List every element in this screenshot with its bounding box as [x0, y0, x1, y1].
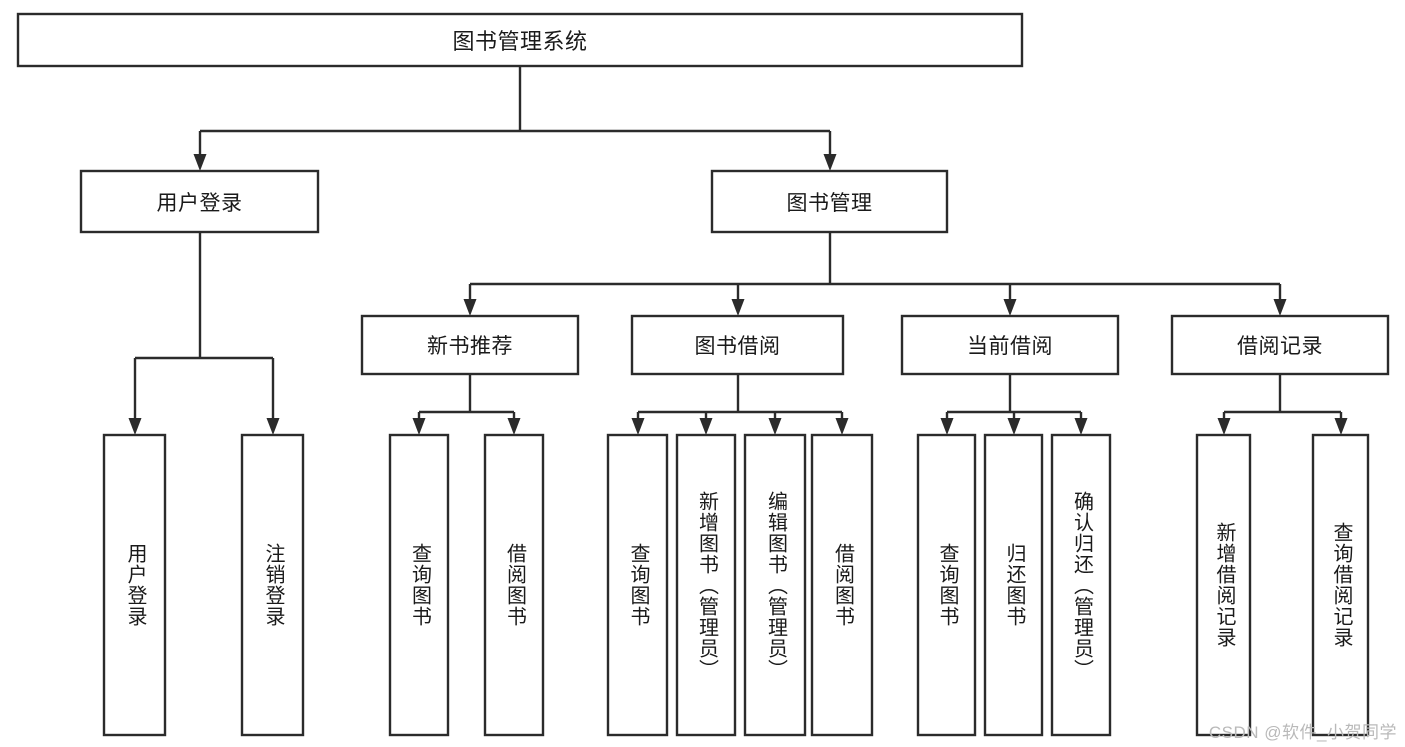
node-box-root: [16, 12, 1024, 68]
node-box-leaf_9: [916, 433, 977, 737]
arrow-head-l3_1-1: [507, 418, 521, 435]
arrow-head-l3_2-3: [835, 418, 849, 435]
node-box-leaf_2: [240, 433, 305, 737]
arrow-head-l3_2-1: [699, 418, 713, 435]
arrow-head-l3_2-0: [631, 418, 645, 435]
arrow-head-l2_2-2: [1003, 299, 1017, 316]
node-box-l3_3: [900, 314, 1120, 376]
arrow-head-l3_4-1: [1334, 418, 1348, 435]
node-box-leaf_7: [743, 433, 807, 737]
arrow-head-l2_1-0: [128, 418, 142, 435]
arrow-head-l3_4-0: [1217, 418, 1231, 435]
arrow-head-l3_1-0: [412, 418, 426, 435]
edges-layer: [128, 66, 1348, 435]
arrow-head-l2_1-1: [266, 418, 280, 435]
arrow-head-l2_2-1: [731, 299, 745, 316]
arrow-head-root-1: [823, 154, 837, 171]
node-box-leaf_11: [1050, 433, 1112, 737]
node-box-leaf_4: [483, 433, 545, 737]
arrow-head-l3_2-2: [768, 418, 782, 435]
arrow-head-l2_2-0: [463, 299, 477, 316]
node-box-leaf_5: [606, 433, 669, 737]
node-box-leaf_8: [810, 433, 874, 737]
node-box-leaf_13: [1311, 433, 1370, 737]
node-box-leaf_1: [102, 433, 167, 737]
node-box-l3_4: [1170, 314, 1390, 376]
node-box-l2_2: [710, 169, 949, 234]
arrow-head-root-0: [193, 154, 207, 171]
node-box-l3_1: [360, 314, 580, 376]
arrow-head-l3_3-1: [1007, 418, 1021, 435]
arrow-head-l2_2-3: [1273, 299, 1287, 316]
node-box-leaf_12: [1195, 433, 1252, 737]
node-box-leaf_3: [388, 433, 450, 737]
arrow-head-l3_3-0: [940, 418, 954, 435]
nodes-layer: [16, 12, 1390, 737]
node-box-leaf_6: [675, 433, 737, 737]
node-box-l3_2: [630, 314, 845, 376]
node-box-l2_1: [79, 169, 320, 234]
arrow-head-l3_3-2: [1074, 418, 1088, 435]
node-box-leaf_10: [983, 433, 1044, 737]
